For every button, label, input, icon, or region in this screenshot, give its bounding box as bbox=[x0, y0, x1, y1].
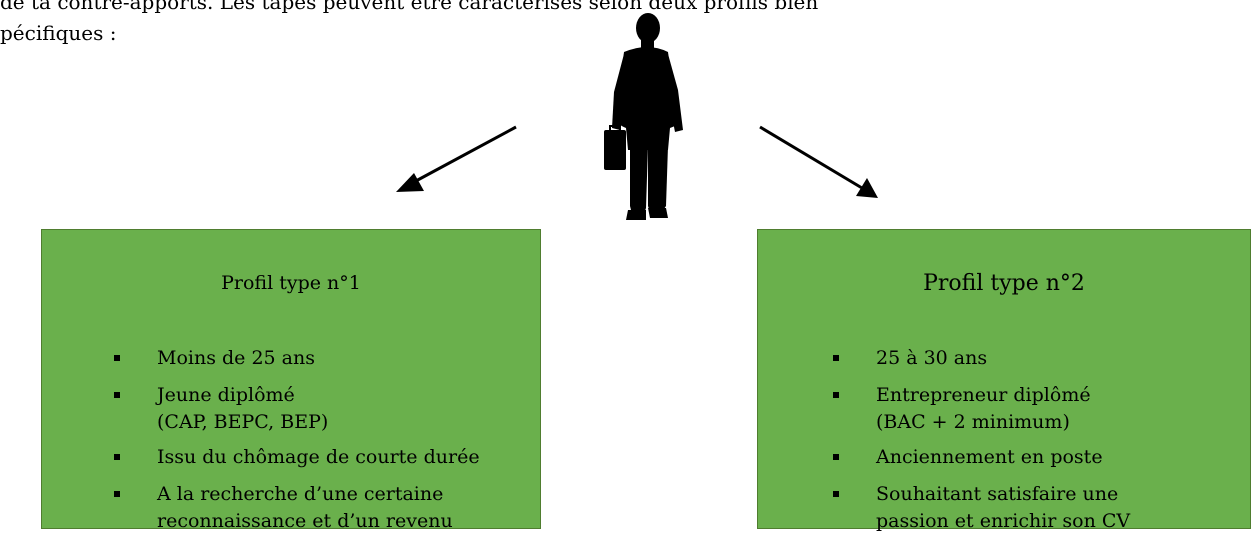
profile-1-item-diplomas: (CAP, BEPC, BEP) bbox=[157, 411, 329, 433]
arrow-down-right-icon bbox=[759, 125, 878, 198]
profile-box-1: Profil type n°1 Moins de 25 ans Jeune di… bbox=[41, 229, 541, 532]
profile-1-item-age: Moins de 25 ans bbox=[114, 345, 480, 372]
intro-line-1: de ta contre-apports. Les tapes peuvent … bbox=[0, 0, 819, 14]
intro-text: de ta contre-apports. Les tapes peuvent … bbox=[0, 0, 1251, 49]
profile-1-item-unemployment: Issu du chômage de courte durée bbox=[114, 444, 480, 471]
profile-box-2: Profil type n°2 25 à 30 ans Entrepreneur… bbox=[757, 229, 1251, 532]
profile-1-title: Profil type n°1 bbox=[221, 272, 361, 294]
arrow-down-left-icon bbox=[396, 125, 517, 192]
profile-1-item-graduate: Jeune diplômé(CAP, BEPC, BEP) bbox=[114, 382, 480, 436]
profile-2-item-passion-cont: passion et enrichir son CV bbox=[876, 510, 1131, 532]
profile-2-title: Profil type n°2 bbox=[923, 271, 1085, 296]
profile-2-item-age: 25 à 30 ans bbox=[833, 345, 1130, 372]
profile-1-list: Moins de 25 ans Jeune diplômé(CAP, BEPC,… bbox=[114, 345, 480, 545]
profile-2-item-entrepreneur: Entrepreneur diplômé(BAC + 2 minimum) bbox=[833, 382, 1130, 436]
profile-2-item-bac: (BAC + 2 minimum) bbox=[876, 411, 1070, 433]
profile-2-item-former-position: Anciennement en poste bbox=[833, 444, 1130, 471]
profile-1-item-recognition-cont: reconnaissance et d’un revenu bbox=[157, 510, 453, 532]
profile-2-list: 25 à 30 ans Entrepreneur diplômé(BAC + 2… bbox=[833, 345, 1130, 545]
intro-line-2: pécifiques : bbox=[0, 21, 117, 45]
